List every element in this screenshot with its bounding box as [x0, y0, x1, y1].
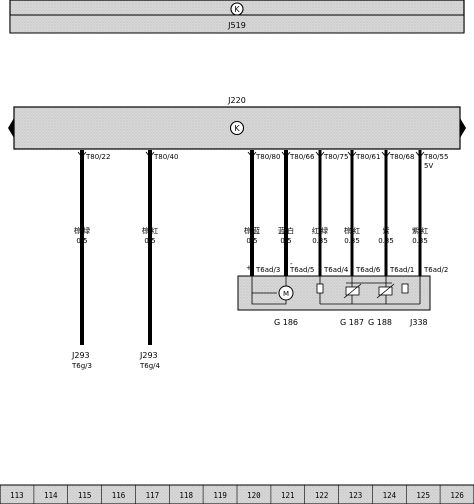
main-bus-unit-label: J220 [227, 96, 246, 105]
component-g188: G 188 [368, 318, 392, 327]
wire-3-gauge: 0.5 [246, 237, 257, 245]
connector-arrows [77, 151, 425, 158]
wire-4-color: 蓝/白 [278, 226, 294, 235]
wire-5-sensor-pin: T6ad/4 [323, 266, 349, 274]
svg-text:K: K [234, 124, 240, 133]
wire-8-pin: T80/55 [423, 153, 448, 161]
svg-text:K: K [234, 5, 240, 14]
wire-5: T80/75 红/绿 0.35 T6ad/4 [312, 150, 349, 276]
wire-6-gauge: 0.35 [344, 237, 360, 245]
wire-7-gauge: 0.35 [378, 237, 394, 245]
resistor-icon [316, 283, 324, 294]
wire-5-gauge: 0.35 [312, 237, 328, 245]
wire-5-pin: T80/75 [323, 153, 348, 161]
wire-2: T80/40 棕/红 0.5 [142, 150, 178, 345]
ruler-number: 114 [44, 491, 58, 500]
terminal-j293-a-unit: J293 [71, 351, 90, 360]
ruler-number: 123 [349, 491, 363, 500]
ruler-number: 120 [247, 491, 261, 500]
wire-3-sensor-pin: T6ad/3 [255, 266, 280, 274]
top-bus: K J519 [9, 0, 465, 34]
wire-6-sensor-pin: T6ad/6 [355, 266, 381, 274]
ruler-number: 119 [213, 491, 227, 500]
bus-left-arrow-icon [8, 118, 14, 138]
wire-4-gauge: 0.5 [280, 237, 291, 245]
wire-4-sensor-pin: T6ad/5 [289, 266, 314, 274]
wire-2-gauge: 0.5 [144, 237, 155, 245]
wire-2-color: 棕/红 [142, 226, 158, 235]
wire-7-pin: T80/68 [389, 153, 414, 161]
wire-7-sensor-pin: T6ad/1 [389, 266, 414, 274]
polarity-minus: - [290, 260, 293, 268]
ruler-number: 122 [315, 491, 329, 500]
ruler-number: 118 [179, 491, 193, 500]
terminal-j293-b: J293 T6g/4 [139, 351, 161, 370]
ruler-number: 115 [78, 491, 92, 500]
wire-1-pin: T80/22 [85, 153, 110, 161]
wire-8: T80/55 5V 紫/红 0.35 T6ad/2 [412, 150, 448, 276]
top-bus-unit-label: J519 [227, 21, 246, 30]
wire-3-color: 棕/蓝 [244, 226, 260, 235]
terminal-j293-b-pin: T6g/4 [139, 362, 161, 370]
wire-4-pin: T80/66 [289, 153, 315, 161]
wire-8-sensor-pin: T6ad/2 [423, 266, 448, 274]
wire-8-gauge: 0.35 [412, 237, 428, 245]
wire-3-pin: T80/80 [255, 153, 280, 161]
wire-5-color: 红/绿 [312, 226, 328, 235]
wire-2-pin: T80/40 [153, 153, 178, 161]
wire-6-color: 棕/红 [344, 226, 360, 235]
wire-6-pin: T80/61 [355, 153, 380, 161]
terminal-j293-a: J293 T6g/3 [71, 351, 92, 370]
ruler-number: 117 [146, 491, 160, 500]
terminal-j293-b-unit: J293 [139, 351, 158, 360]
wire-4: T80/66 蓝/白 0.5 T6ad/5 [278, 150, 315, 276]
component-j338: J338 [409, 318, 428, 327]
wire-8-note: 5V [424, 162, 433, 170]
ruler-number: 126 [450, 491, 464, 500]
bus-right-arrow-icon [460, 118, 466, 138]
main-bus: K [8, 106, 466, 150]
svg-text:M: M [283, 290, 289, 298]
ruler-number: 121 [281, 491, 295, 500]
terminal-j293-a-pin: T6g/3 [71, 362, 92, 370]
wire-3: T80/80 棕/蓝 0.5 T6ad/3 [244, 150, 280, 276]
ruler-number: 125 [416, 491, 430, 500]
actuator-box: + - M [237, 260, 431, 311]
component-g186: G 186 [274, 318, 298, 327]
ruler-number: 116 [112, 491, 126, 500]
motor-icon: M [278, 285, 294, 301]
wire-8-color: 紫/红 [412, 226, 428, 235]
ruler-number: 124 [383, 491, 397, 500]
component-g187: G 187 [340, 318, 364, 327]
ruler-number: 113 [10, 491, 24, 500]
page-ruler: 113 114 115 116 117 118 119 120 121 122 123 124 125 1… [0, 484, 474, 504]
wire-7: T80/68 紫 0.35 T6ad/1 [378, 150, 414, 276]
polarity-plus: + [246, 264, 252, 272]
resistor-icon [401, 283, 409, 294]
wire-1-color: 棕/绿 [74, 226, 90, 235]
wire-6: T80/61 棕/红 0.35 T6ad/6 [344, 150, 381, 276]
wire-1: T80/22 棕/绿 0.5 [74, 150, 110, 345]
wire-1-gauge: 0.5 [76, 237, 87, 245]
top-bus-ground-symbol: K [230, 2, 244, 16]
main-bus-ground-symbol: K [229, 120, 245, 136]
wire-7-color: 紫 [383, 227, 390, 235]
